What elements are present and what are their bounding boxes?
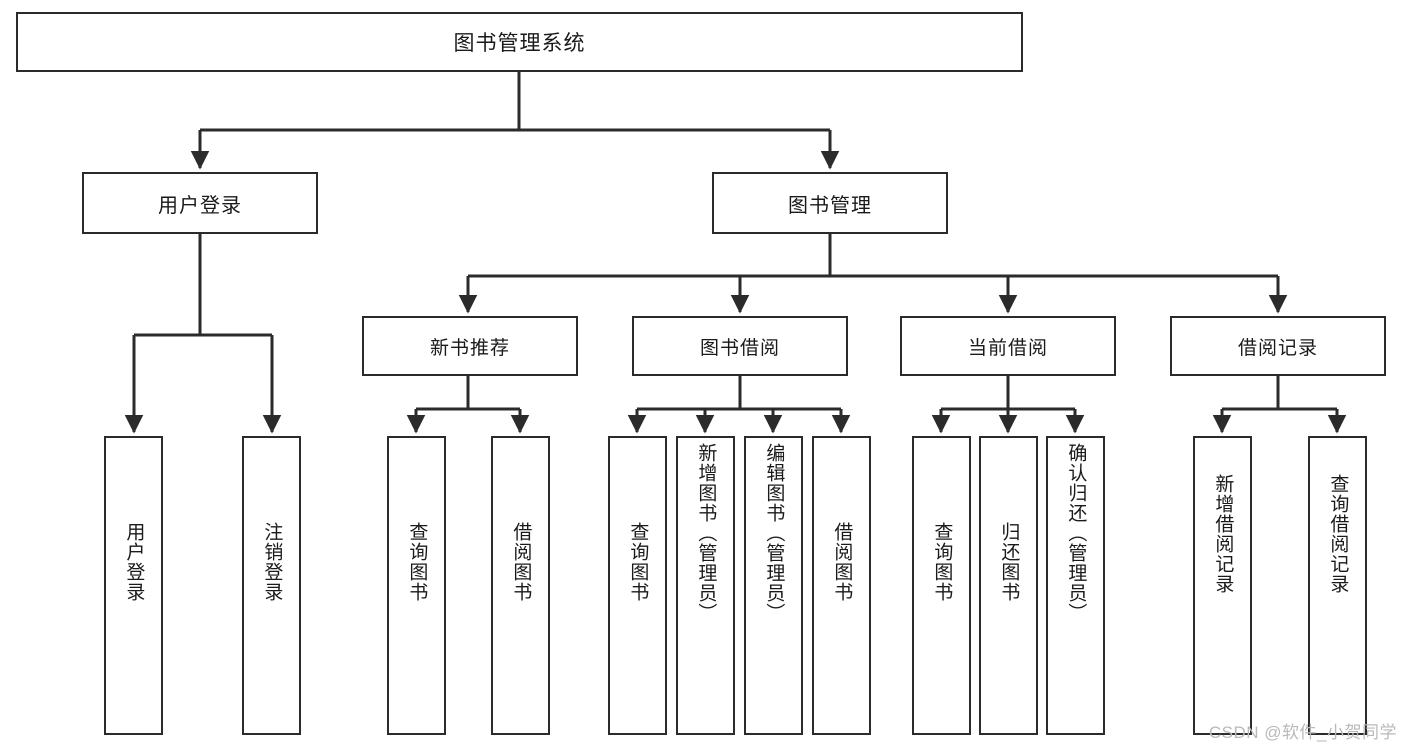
node-leaf-return-book[interactable]: 归还图书: [979, 436, 1038, 735]
node-leaf-borrow-book-2[interactable]: 借阅图书: [812, 436, 871, 735]
node-leaf-borrow-book-1-label: 借阅图书: [510, 522, 532, 602]
node-leaf-query-book-1-label: 查询图书: [406, 522, 428, 602]
node-user-login[interactable]: 用户登录: [82, 172, 318, 234]
node-leaf-confirm-return[interactable]: 确认归还（管理员）: [1046, 436, 1105, 735]
watermark-text: CSDN @软件_小贺同学: [1208, 723, 1397, 742]
node-leaf-query-record-label: 查询借阅记录: [1327, 474, 1349, 594]
node-leaf-add-book-label: 新增图书（管理员）: [695, 443, 717, 623]
node-leaf-query-book-1[interactable]: 查询图书: [387, 436, 446, 735]
node-user-login-label: 用户登录: [158, 194, 242, 217]
node-leaf-return-book-label: 归还图书: [998, 522, 1020, 602]
node-leaf-user-logout-label: 注销登录: [261, 522, 283, 602]
node-new-book-recommend-label: 新书推荐: [429, 337, 510, 359]
node-book-borrow[interactable]: 图书借阅: [632, 316, 848, 376]
node-leaf-query-record[interactable]: 查询借阅记录: [1308, 436, 1367, 735]
node-leaf-query-book-2-label: 查询图书: [627, 522, 649, 602]
node-leaf-edit-book-label: 编辑图书（管理员）: [763, 443, 785, 623]
node-leaf-query-book-2[interactable]: 查询图书: [608, 436, 667, 735]
node-book-manage-label: 图书管理: [788, 194, 872, 217]
node-leaf-user-logout[interactable]: 注销登录: [242, 436, 301, 735]
node-leaf-add-record-label: 新增借阅记录: [1212, 474, 1234, 594]
node-leaf-borrow-book-2-label: 借阅图书: [831, 522, 853, 602]
node-book-borrow-label: 图书借阅: [699, 337, 780, 359]
node-leaf-confirm-return-label: 确认归还（管理员）: [1065, 443, 1087, 623]
node-current-borrow-label: 当前借阅: [967, 337, 1048, 359]
node-leaf-user-login-label: 用户登录: [123, 522, 145, 602]
node-borrow-record[interactable]: 借阅记录: [1170, 316, 1386, 376]
node-book-manage[interactable]: 图书管理: [712, 172, 948, 234]
node-leaf-query-book-3[interactable]: 查询图书: [912, 436, 971, 735]
node-new-book-recommend[interactable]: 新书推荐: [362, 316, 578, 376]
node-borrow-record-label: 借阅记录: [1237, 337, 1318, 359]
node-leaf-borrow-book-1[interactable]: 借阅图书: [491, 436, 550, 735]
node-leaf-edit-book[interactable]: 编辑图书（管理员）: [744, 436, 803, 735]
node-root-label: 图书管理系统: [453, 32, 586, 55]
node-leaf-add-book[interactable]: 新增图书（管理员）: [676, 436, 735, 735]
node-current-borrow[interactable]: 当前借阅: [900, 316, 1116, 376]
node-root[interactable]: 图书管理系统: [16, 12, 1023, 72]
node-leaf-add-record[interactable]: 新增借阅记录: [1193, 436, 1252, 735]
node-leaf-query-book-3-label: 查询图书: [931, 522, 953, 602]
node-leaf-user-login[interactable]: 用户登录: [104, 436, 163, 735]
